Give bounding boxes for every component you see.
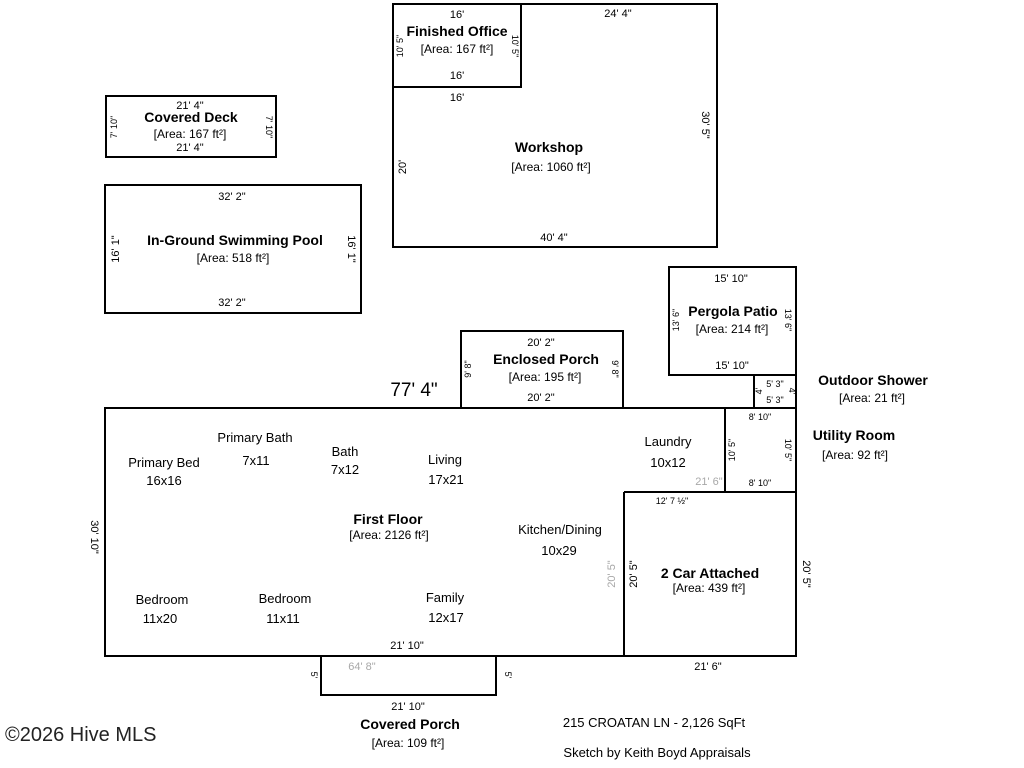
pool-dim-bottom: 32' 2": [218, 297, 246, 309]
covered-porch-area: [Area: 109 ft²]: [372, 736, 445, 750]
covered-porch-dim-right: 5': [503, 672, 513, 679]
covered-porch-outline: [320, 656, 497, 696]
covered-deck-dim-left: 7' 10": [109, 116, 119, 138]
pergola-area: [Area: 214 ft²]: [696, 322, 769, 336]
pool-title: In-Ground Swimming Pool: [147, 232, 323, 248]
room-size: 10x12: [650, 455, 685, 470]
finished-office-title: Finished Office: [406, 23, 507, 39]
first-floor-dim-inner-top: 21' 6": [695, 476, 723, 488]
room-name: Bath: [332, 444, 359, 459]
pergola-dim-right: 13' 6": [783, 309, 793, 331]
utility-title: Utility Room: [813, 427, 895, 443]
covered-deck-dim-right: 7' 10": [264, 116, 274, 138]
room-name: Bedroom: [259, 591, 312, 606]
garage-dim-top: 12' 7 ½": [656, 496, 688, 506]
pool-area: [Area: 518 ft²]: [197, 251, 270, 265]
pool-dim-right: 16' 1": [345, 235, 357, 263]
finished-office-dim-below: 16': [450, 92, 464, 104]
room-size: 10x29: [541, 543, 576, 558]
room-name: Living: [428, 452, 462, 467]
finished-office-dim-bottom: 16': [450, 70, 464, 82]
pool-dim-left: 16' 1": [110, 235, 122, 263]
finished-office-dim-left: 10' 5": [395, 35, 405, 57]
outdoor-shower-area: [Area: 21 ft²]: [839, 391, 905, 405]
finished-office-dim-right: 10' 5": [510, 35, 520, 57]
room-name: Kitchen/Dining: [518, 522, 602, 537]
workshop-dim-left: 20': [397, 160, 409, 174]
room-size: 11x11: [266, 611, 300, 626]
utility-dim-bottom: 8' 10": [749, 478, 771, 488]
room-size: 11x20: [143, 611, 177, 626]
enclosed-porch-dim-top: 20' 2": [527, 337, 555, 349]
room-name: Family: [426, 590, 465, 605]
enclosed-porch-dim-bottom: 20' 2": [527, 392, 555, 404]
workshop-area: [Area: 1060 ft²]: [511, 160, 590, 174]
first-floor-dim-inner-right: 20' 5": [606, 560, 618, 588]
outdoor-shower-dim-right: 4': [787, 388, 797, 395]
pergola-dim-left: 13' 6": [671, 309, 681, 331]
enclosed-porch-dim-right: 9' 8": [610, 360, 620, 377]
workshop-dim-bottom: 40' 4": [540, 232, 568, 244]
workshop-dim-right: 30' 5": [699, 111, 711, 139]
room-size: 16x16: [146, 473, 181, 488]
room-name: Primary Bath: [217, 430, 292, 445]
garage-dim-right: 20' 5": [800, 560, 812, 588]
pergola-title: Pergola Patio: [688, 303, 777, 319]
room-size: 12x17: [428, 610, 463, 625]
room-name: Bedroom: [136, 592, 189, 607]
room-name: Laundry: [645, 434, 692, 449]
finished-office-area: [Area: 167 ft²]: [421, 42, 494, 56]
workshop-outline: [392, 3, 718, 248]
first-floor-outline: [104, 407, 797, 657]
utility-dim-top: 8' 10": [749, 412, 771, 422]
pergola-outline: [668, 266, 797, 376]
utility-dim-right: 10' 5": [783, 439, 793, 461]
covered-porch-title: Covered Porch: [360, 716, 460, 732]
room-size: 17x21: [428, 472, 463, 487]
pergola-dim-top: 15' 10": [714, 273, 748, 285]
covered-porch-dim-bottom: 21' 10": [391, 701, 425, 713]
finished-office-dim-top: 16': [450, 9, 464, 21]
covered-porch-dim-top: 64' 8": [348, 661, 376, 673]
room-size: 7x12: [331, 462, 359, 477]
covered-deck-area: [Area: 167 ft²]: [154, 127, 227, 141]
garage-area: [Area: 439 ft²]: [673, 581, 746, 595]
utility-dim-left: 10' 5": [727, 439, 737, 461]
pool-dim-top: 32' 2": [218, 191, 246, 203]
garage-dim-left: 20' 5": [628, 560, 640, 588]
workshop-dim-top: 24' 4": [604, 8, 632, 20]
first-floor-dim-left: 30' 10": [88, 520, 100, 554]
room-name: Primary Bed: [128, 455, 200, 470]
footer-credit: Sketch by Keith Boyd Appraisals: [563, 745, 751, 760]
covered-deck-dim-bottom: 21' 4": [176, 142, 204, 154]
garage-title: 2 Car Attached: [661, 565, 759, 581]
covered-deck-title: Covered Deck: [144, 109, 238, 125]
pool-outline: [104, 184, 362, 314]
enclosed-porch-area: [Area: 195 ft²]: [509, 370, 582, 384]
first-floor-title: First Floor: [353, 511, 423, 527]
outdoor-shower-title: Outdoor Shower: [818, 372, 928, 388]
workshop-title: Workshop: [515, 139, 583, 155]
enclosed-porch-title: Enclosed Porch: [493, 351, 599, 367]
finished-office-outline: [392, 3, 522, 88]
footer-address: 215 CROATAN LN - 2,126 SqFt: [563, 715, 746, 730]
first-floor-area: [Area: 2126 ft²]: [349, 528, 428, 542]
covered-porch-dim-left: 5': [309, 672, 319, 679]
outdoor-shower-dim-left: 4': [754, 387, 764, 394]
room-size: 7x11: [242, 453, 269, 468]
enclosed-porch-dim-left: 9' 8": [463, 360, 473, 377]
covered-deck-dim-top: 21' 4": [176, 100, 204, 112]
overall-dimension: 77' 4": [390, 380, 437, 401]
watermark: ©2026 Hive MLS: [5, 724, 156, 746]
covered-deck-outline: [105, 95, 277, 158]
outdoor-shower-dim-bottom: 5' 3": [766, 395, 783, 405]
pergola-dim-bottom: 15' 10": [715, 360, 749, 372]
utility-area: [Area: 92 ft²]: [822, 448, 888, 462]
first-floor-dim-bottom: 21' 10": [390, 640, 424, 652]
garage-dim-bottom: 21' 6": [694, 661, 722, 673]
outdoor-shower-dim-top: 5' 3": [766, 379, 783, 389]
